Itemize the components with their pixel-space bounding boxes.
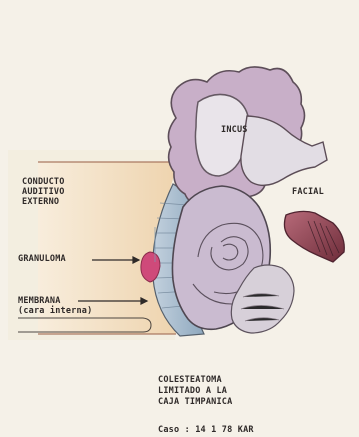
label-line-1: CONDUCTO [22, 177, 65, 187]
caption-line-3: CAJA TIMPANICA [158, 397, 232, 408]
label-line-3: EXTERNO [22, 197, 65, 207]
label-granuloma: GRANULOMA [18, 254, 66, 264]
caption-line-2: LIMITADO A LA [158, 386, 232, 397]
label-membrana: MEMBRANA (cara interna) [18, 296, 92, 316]
label-incus: INCUS [221, 125, 248, 135]
scale-note: Caso : 14 1 78 KAR [158, 425, 254, 435]
label-line-2: AUDITIVO [22, 187, 65, 197]
label-line-cara-interna: (cara interna) [18, 306, 92, 316]
caption-text: COLESTEATOMA LIMITADO A LA CAJA TIMPANIC… [158, 375, 232, 408]
label-conducto-auditivo-externo: CONDUCTO AUDITIVO EXTERNO [22, 177, 65, 207]
label-line-membrana: MEMBRANA [18, 296, 92, 306]
caption-line-1: COLESTEATOMA [158, 375, 232, 386]
label-facial: FACIAL [292, 187, 324, 197]
